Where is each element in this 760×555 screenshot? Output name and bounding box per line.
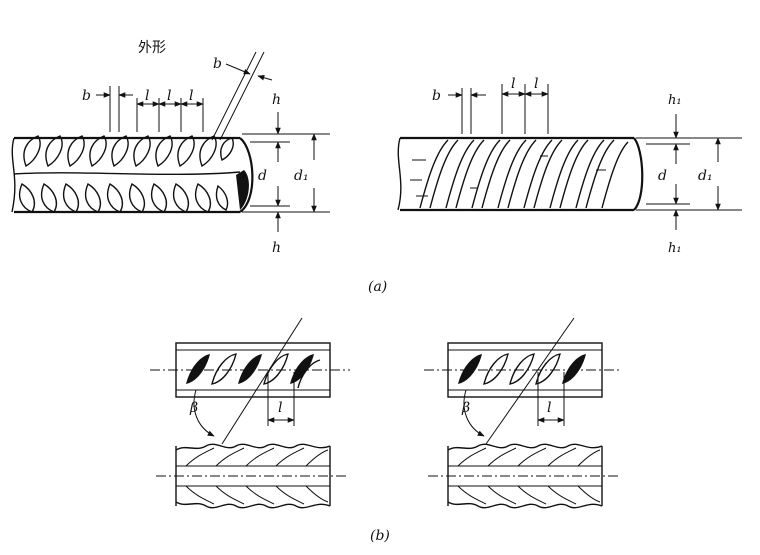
rebar-a-left-end-shade xyxy=(236,170,249,210)
svg-text:l: l xyxy=(547,400,551,416)
dim-a-left-b: b xyxy=(82,86,133,132)
svg-text:β: β xyxy=(189,400,198,416)
rebar-b-left-elevation xyxy=(156,443,348,509)
rebar-a-right-end xyxy=(633,137,644,211)
svg-text:l: l xyxy=(511,76,515,92)
rib-b-left-1 xyxy=(186,354,210,384)
svg-text:h₁: h₁ xyxy=(668,241,682,256)
rebar-a-left-end xyxy=(239,137,254,213)
rebar-a-left-ribs-bottom xyxy=(18,182,229,213)
caption-b: (b) xyxy=(370,528,390,544)
dim-a-left-vertical: h d d₁ h xyxy=(242,92,330,256)
rebar-a-left: 外形 xyxy=(11,40,330,256)
dim-a-left-l: l l l xyxy=(136,88,204,132)
dim-a-left-oblique-b: b xyxy=(211,51,273,141)
rebar-a-right-broken-end xyxy=(397,137,402,211)
rebar-a-left-seam xyxy=(13,171,241,176)
dim-a-right-vertical: h₁ d d₁ h₁ xyxy=(636,93,742,256)
svg-text:d: d xyxy=(658,168,667,184)
svg-text:l: l xyxy=(189,88,193,104)
rebar-a-right-outline xyxy=(400,136,634,212)
dim-a-right-l: l l xyxy=(501,76,549,134)
svg-text:d₁: d₁ xyxy=(698,168,713,184)
rebar-b-right-plan: β l xyxy=(424,317,622,445)
rebar-b-right-elevation xyxy=(428,443,620,509)
svg-text:b: b xyxy=(432,88,441,104)
svg-text:h₁: h₁ xyxy=(668,93,682,108)
rebar-a-right-ribs xyxy=(410,139,629,209)
svg-text:h: h xyxy=(272,92,281,108)
rebar-b-left-plan: β l xyxy=(150,317,350,445)
svg-text:h: h xyxy=(272,240,281,256)
svg-text:d₁: d₁ xyxy=(294,168,309,184)
rebar-a-right: b l l h₁ d d₁ h₁ xyxy=(397,76,742,256)
rebar-a-left-ribs-top xyxy=(23,135,234,168)
caption-a: (a) xyxy=(368,279,387,295)
svg-text:l: l xyxy=(278,400,282,416)
svg-text:β: β xyxy=(461,400,470,416)
svg-text:l: l xyxy=(534,76,538,92)
svg-text:d: d xyxy=(258,168,267,184)
svg-text:l: l xyxy=(145,88,149,104)
shape-label: 外形 xyxy=(138,40,166,56)
svg-text:b: b xyxy=(82,88,91,104)
dim-a-right-b: b xyxy=(432,88,486,134)
svg-text:b: b xyxy=(213,56,222,72)
rebar-a-left-broken-end xyxy=(11,137,16,213)
svg-text:l: l xyxy=(167,88,171,104)
